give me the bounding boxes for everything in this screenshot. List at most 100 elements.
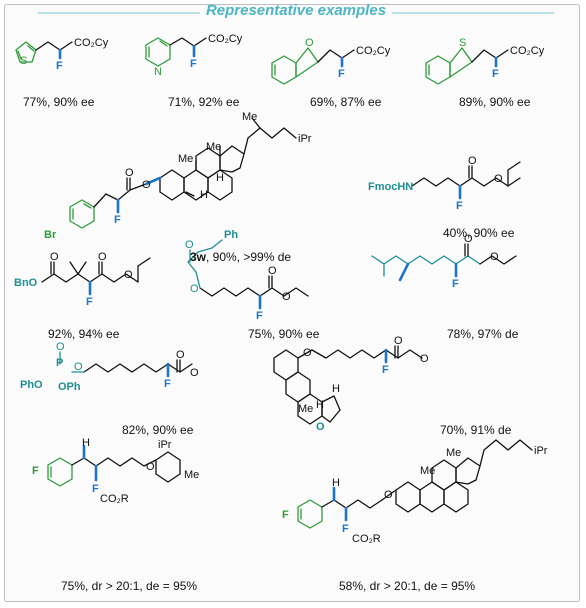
label-co2cy-1: CO₂Cy <box>74 37 109 49</box>
atom-o-10c: O <box>176 349 185 361</box>
caption-13: 58%, dr > 20:1, de = 95% <box>339 579 476 593</box>
caption-3w: 3w, 90%, >99% de <box>190 250 291 264</box>
atom-o-10d: O <box>190 367 199 379</box>
caption-7: 92%, 94% ee <box>48 327 120 341</box>
atom-f-1: F <box>56 60 63 72</box>
atom-o-5b: O <box>142 179 151 191</box>
caption-4: 89%, 90% ee <box>459 95 531 109</box>
label-co2cy-3: CO₂Cy <box>356 45 391 57</box>
caption-1: 77%, 90% ee <box>23 95 95 109</box>
caption-9: 78%, 97% de <box>447 327 519 341</box>
structure-3w-steroid-ester <box>69 117 297 229</box>
atom-o-9b: O <box>490 251 499 263</box>
atom-o-6b: O <box>494 173 503 185</box>
label-me-13b: Me <box>446 447 461 459</box>
label-h-12: H <box>82 437 90 449</box>
structure-benzothienyl-ester <box>425 47 509 85</box>
atom-f-7: F <box>86 296 93 308</box>
atom-o-11c: O <box>394 335 403 347</box>
label-me-13a: Me <box>420 465 435 477</box>
structure-menthyl-ether <box>47 444 181 487</box>
caption-3w-id: 3w <box>190 250 207 264</box>
atom-o-11b: O <box>316 421 325 433</box>
caption-12: 75%, dr > 20:1, de = 95% <box>61 579 198 593</box>
atom-o-11d: O <box>420 353 429 365</box>
structure-phosphate-ester <box>59 351 193 378</box>
structure-terpenoid-ester <box>371 243 517 282</box>
atom-p: P <box>56 357 63 369</box>
structure-benzofuranyl-ester <box>271 47 355 85</box>
label-bno: BnO <box>14 277 38 289</box>
atom-o-6a: O <box>468 155 477 167</box>
label-ph-8: Ph <box>224 229 238 241</box>
atom-o-7a: O <box>50 251 59 263</box>
structure-thienyl-ester <box>15 41 73 63</box>
label-co2cy-4: CO₂Cy <box>510 45 545 57</box>
atom-f-11: F <box>382 364 389 376</box>
atom-f-5: F <box>114 214 121 226</box>
label-h-5b: H <box>200 189 208 201</box>
caption-3: 69%, 87% ee <box>310 95 382 109</box>
atom-n-2: N <box>154 66 162 78</box>
atom-s-1: S <box>20 55 27 67</box>
structure-estrone-ester <box>273 345 423 425</box>
atom-o-8c: O <box>268 265 277 277</box>
atom-f-13a: F <box>282 509 289 521</box>
atom-o-11a: O <box>303 347 312 359</box>
title-rule-right <box>392 12 554 14</box>
atom-o-5a: O <box>125 167 134 179</box>
atom-f-13b: F <box>342 523 349 535</box>
atom-f-12b: F <box>92 483 99 495</box>
examples-panel <box>4 4 580 602</box>
atom-o-7b: O <box>98 251 107 263</box>
label-me-12: Me <box>184 469 199 481</box>
atom-o-3: O <box>305 37 314 49</box>
label-me-5c: Me <box>242 111 257 123</box>
atom-o-10a: O <box>56 341 65 353</box>
structure-pyridyl-ester <box>145 37 207 67</box>
atom-f-3: F <box>338 68 345 80</box>
structure-cholesteryl-ether <box>297 439 533 529</box>
title-rule-left <box>38 12 200 14</box>
panel-title: Representative examples <box>205 2 387 19</box>
atom-o-9a: O <box>464 233 473 245</box>
label-ipr-5: iPr <box>298 133 312 145</box>
atom-f-6: F <box>456 200 463 212</box>
atom-f-2: F <box>190 58 197 70</box>
label-co2r-12: CO₂R <box>100 493 129 505</box>
atom-o-7c: O <box>124 269 133 281</box>
atom-o-8a: O <box>185 239 194 251</box>
caption-2: 71%, 92% ee <box>168 95 240 109</box>
caption-6: 40%, 90% ee <box>443 226 515 240</box>
label-me-5b: Me <box>206 141 221 153</box>
caption-8: 75%, 90% ee <box>248 327 320 341</box>
caption-11: 70%, 91% de <box>440 423 512 437</box>
atom-o-8b: O <box>190 283 199 295</box>
label-h-11b: H <box>316 399 324 411</box>
atom-f-10: F <box>164 378 171 390</box>
atom-f-4: F <box>492 68 499 80</box>
atom-o-13: O <box>384 489 393 501</box>
atom-f-9: F <box>452 278 459 290</box>
label-me-5a: Me <box>178 153 193 165</box>
label-co2cy-2: CO₂Cy <box>208 33 243 45</box>
atom-o-10b: O <box>74 361 83 373</box>
label-ipr-12: iPr <box>158 439 172 451</box>
atom-o-8d: O <box>282 291 291 303</box>
caption-3w-values: , 90%, >99% de <box>206 250 292 264</box>
atom-f-8: F <box>256 310 263 322</box>
structure-fmoc-amine-ester <box>411 161 521 200</box>
caption-10: 82%, 90% ee <box>122 423 194 437</box>
label-co2r-13: CO₂R <box>352 533 381 545</box>
atom-br: Br <box>44 229 57 241</box>
label-ipr-13: iPr <box>534 445 548 457</box>
label-h-13: H <box>332 477 340 489</box>
label-fmochn: FmocHN <box>368 181 413 193</box>
label-me-11: Me <box>298 403 313 415</box>
structure-cinnamate-ester <box>187 239 309 310</box>
label-h-5a: H <box>216 172 224 184</box>
structure-benzyl-diester <box>41 257 151 296</box>
atom-s-4: S <box>459 37 466 49</box>
label-pho: PhO <box>20 379 43 391</box>
